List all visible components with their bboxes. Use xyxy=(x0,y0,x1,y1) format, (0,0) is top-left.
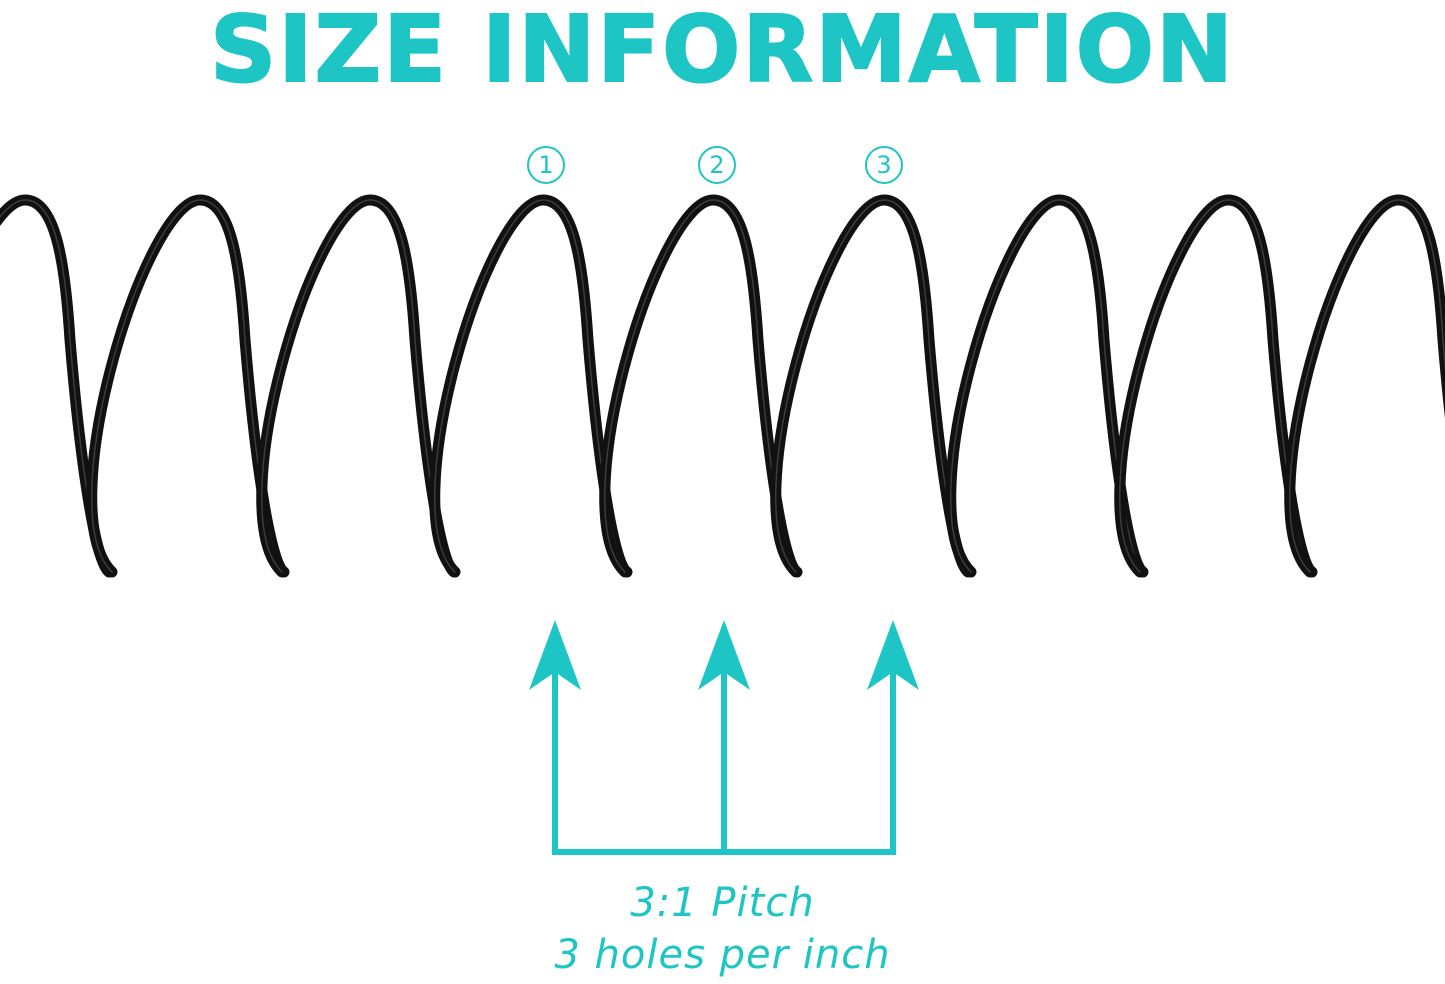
spiral-coil xyxy=(0,194,1445,578)
page-title: SIZE INFORMATION xyxy=(209,0,1235,103)
coil-loop xyxy=(429,194,633,578)
arrow-1 xyxy=(529,620,581,852)
coil-loop xyxy=(256,194,460,578)
coil-loop-highlight xyxy=(260,199,455,573)
arrow-2 xyxy=(698,620,750,852)
coil-loop xyxy=(86,194,290,578)
coil-loop xyxy=(770,194,974,578)
coil-loop-highlight xyxy=(603,199,798,573)
coil-loop-highlight xyxy=(774,199,969,573)
arrow-3 xyxy=(867,620,919,852)
holes-per-inch-caption: 3 holes per inch xyxy=(554,932,891,978)
pitch-arrows xyxy=(529,620,919,855)
coil-loop-highlight xyxy=(90,199,285,573)
hole-marker-1: 1 xyxy=(527,146,565,184)
pitch-caption: 3:1 Pitch xyxy=(630,880,815,926)
hole-marker-2: 2 xyxy=(698,146,736,184)
coil-loop-highlight xyxy=(0,199,110,573)
coil-loop xyxy=(945,194,1149,578)
coil-loop-highlight xyxy=(1118,199,1313,573)
hole-marker-3: 3 xyxy=(865,146,903,184)
coil-loop xyxy=(599,194,803,578)
coil-loop-highlight xyxy=(1288,199,1445,573)
coil-loop-highlight xyxy=(433,199,628,573)
coil-loop-highlight xyxy=(949,199,1144,573)
coil-loop xyxy=(1284,194,1445,578)
coil-loop xyxy=(1114,194,1318,578)
